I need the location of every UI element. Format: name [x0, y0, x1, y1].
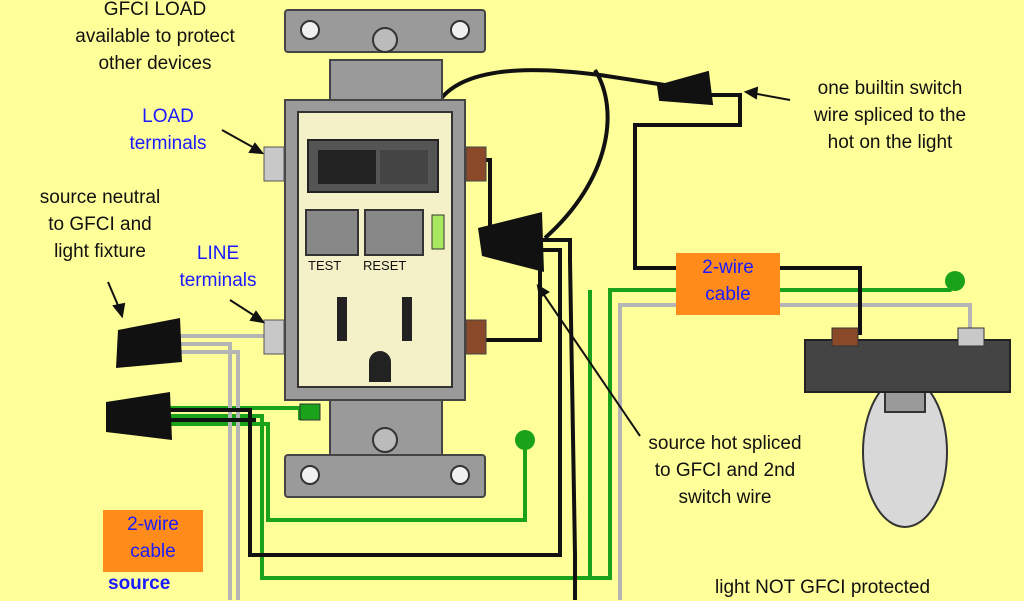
switch-wire-line2: wire spliced to the — [813, 105, 967, 126]
gfci-mounting-strap — [284, 9, 486, 498]
outlet-slot-left — [337, 297, 347, 341]
ground-dot-right — [945, 271, 965, 291]
test-label: TEST — [308, 258, 341, 273]
not-protected-label: light NOT GFCI protected — [715, 577, 931, 598]
wire-nut-left-upper — [116, 318, 182, 368]
line-terminal-brass — [465, 319, 487, 355]
gfci-load-label: GFCI LOAD available to protect other dev… — [55, 0, 255, 77]
source-neutral-label: source neutral to GFCI and light fixture — [15, 184, 185, 265]
line-terminals-line1: LINE — [196, 243, 240, 264]
gfci-load-line2: available to protect — [75, 26, 235, 47]
outlet-slot-right — [402, 297, 412, 341]
reset-button — [364, 209, 424, 256]
source-label: source — [108, 573, 171, 594]
outlet-ground-hole — [369, 351, 391, 382]
left-cable-box: 2-wire cable — [103, 510, 203, 572]
test-button — [305, 209, 359, 256]
source-hot-line2: to GFCI and 2nd — [654, 460, 796, 481]
source-hot-line1: source hot spliced — [648, 433, 802, 454]
gfci-load-line1: GFCI LOAD — [103, 0, 207, 20]
load-terminals-label: LOAD terminals — [108, 103, 228, 157]
light-fixture — [804, 327, 1011, 528]
fixture-terminal-silver — [957, 327, 985, 347]
pointer-arrows — [107, 86, 791, 437]
neutral-wires — [170, 303, 972, 600]
gfci-receptacle: TEST RESET — [284, 99, 466, 421]
line-terminals-line2: terminals — [179, 270, 257, 291]
wire-nut-top-right — [656, 70, 714, 106]
reset-label: RESET — [363, 258, 406, 273]
right-cable-box: 2-wire cable — [676, 253, 780, 315]
switch-wire-line3: hot on the light — [827, 132, 953, 153]
load-terminal-silver — [263, 146, 285, 182]
line-terminal-silver — [263, 319, 285, 355]
right-cable-line2: cable — [705, 284, 751, 305]
source-hot-label: source hot spliced to GFCI and 2nd switc… — [620, 430, 830, 511]
source-neutral-line1: source neutral — [39, 187, 161, 208]
source-neutral-line2: to GFCI and — [48, 214, 152, 235]
wire-nut-center — [478, 212, 544, 272]
load-terminals-line1: LOAD — [142, 106, 194, 127]
switch-wire-line1: one builtin switch — [817, 78, 963, 99]
left-cable-line1: 2-wire — [127, 514, 179, 535]
left-cable-line2: cable — [130, 541, 176, 562]
source-hot-line3: switch wire — [678, 487, 772, 508]
ground-dot-center — [515, 430, 535, 450]
load-terminals-line2: terminals — [129, 133, 207, 154]
fixture-terminal-brass — [831, 327, 859, 347]
ground-screw — [299, 403, 321, 421]
right-cable-line1: 2-wire — [702, 257, 754, 278]
switch-wire-label: one builtin switch wire spliced to the h… — [785, 75, 995, 156]
source-neutral-line3: light fixture — [54, 241, 146, 262]
indicator-light — [431, 214, 445, 250]
load-terminal-brass — [465, 146, 487, 182]
line-terminals-label: LINE terminals — [158, 240, 278, 294]
wire-nut-left-lower — [106, 392, 172, 440]
gfci-load-line3: other devices — [98, 53, 212, 74]
